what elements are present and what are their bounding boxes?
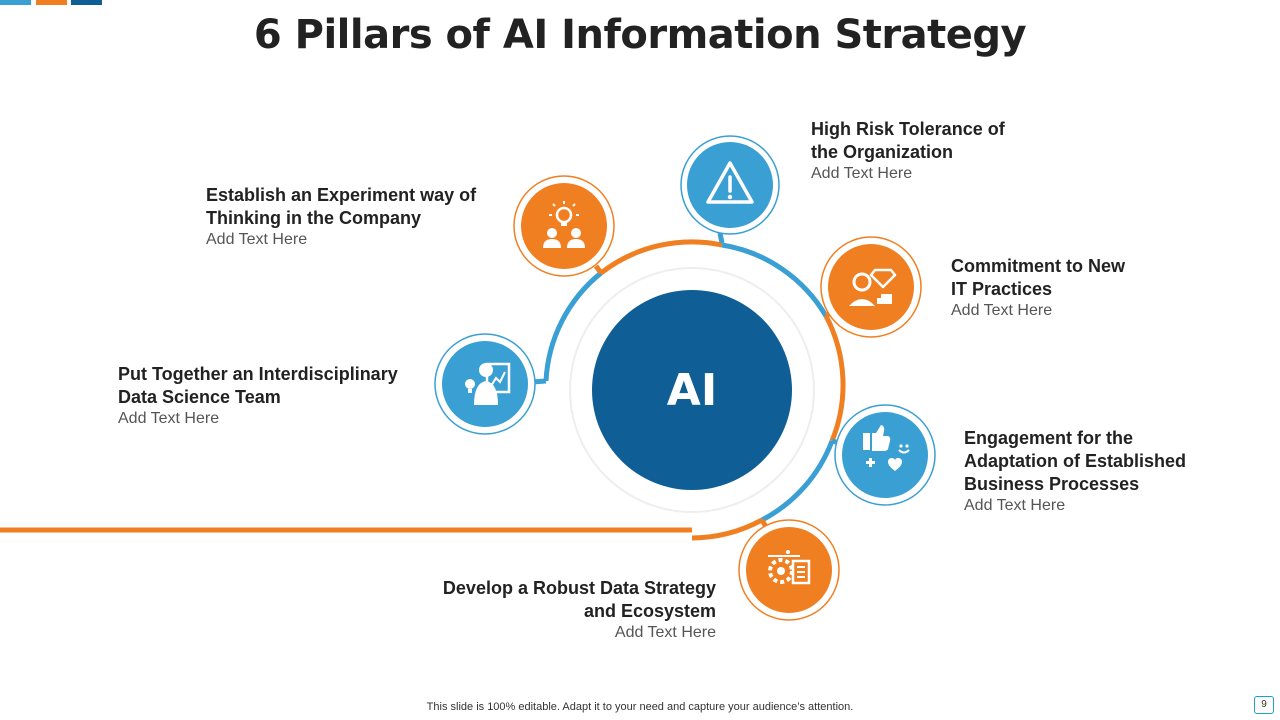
experiment-icon: [543, 201, 585, 248]
team-icon: [465, 362, 511, 405]
commitment-icon: [849, 268, 897, 306]
pillar-text-2: Commitment to New IT Practices Add Text …: [951, 255, 1125, 320]
pillar-icon-circle-5: [434, 333, 536, 435]
connector-1: [717, 232, 725, 244]
pillar-text-3: Engagement for the Adaptation of Establi…: [964, 427, 1186, 515]
accent-bar-blue: [0, 0, 31, 5]
center-label: AI: [666, 364, 718, 416]
pillar-subtext: Add Text Here: [614, 624, 716, 641]
data-strategy-icon: [768, 550, 811, 585]
pillar-subtext: Add Text Here: [951, 302, 1053, 319]
pillar-heading: Develop a Robust Data Strategy and Ecosy…: [442, 578, 716, 621]
ring-arc-orange-right: [823, 314, 846, 442]
engagement-icon: [863, 425, 910, 471]
pillar-heading: Establish an Experiment way of Thinking …: [206, 185, 477, 228]
pillar-subtext: Add Text Here: [964, 497, 1066, 514]
connector-6: [593, 264, 604, 275]
ring-arc-orange-bottom: [691, 517, 764, 541]
pillar-text-4: Develop a Robust Data Strategy and Ecosy…: [395, 577, 716, 642]
accent-bar-orange: [36, 0, 67, 5]
pillar-heading: High Risk Tolerance of the Organization: [811, 119, 1005, 162]
pillar-heading: Engagement for the Adaptation of Establi…: [964, 428, 1187, 494]
pillar-icon-circle-6: [513, 175, 615, 277]
footer-note: This slide is 100% editable. Adapt it to…: [426, 701, 854, 713]
pillar-heading: Put Together an Interdisciplinary Data S…: [118, 364, 398, 407]
center-circle: [592, 290, 792, 490]
pillar-text-6: Establish an Experiment way of Thinking …: [206, 184, 476, 249]
pillar-icon-circle-2: [820, 236, 922, 338]
pillar-subtext: Add Text Here: [206, 231, 308, 248]
slide-title: 6 Pillars of AI Information Strategy: [253, 12, 1027, 58]
pillar-subtext: Add Text Here: [118, 410, 220, 427]
pillar-text-5: Put Together an Interdisciplinary Data S…: [118, 363, 398, 428]
ring-arc-blue-bottom-right: [760, 440, 835, 523]
pillar-icon-circle-4: [738, 519, 840, 621]
warning-icon: [706, 161, 754, 204]
pillar-subtext: Add Text Here: [811, 165, 913, 182]
ring-arc-orange-top: [599, 239, 723, 275]
pillar-text-1: High Risk Tolerance of the Organization …: [811, 118, 1005, 183]
pillar-heading: Commitment to New IT Practices: [951, 256, 1126, 299]
ring-arc-blue-left: [543, 271, 603, 382]
pillar-icon-circle-1: [680, 135, 780, 235]
page-number: 9: [1254, 696, 1274, 714]
accent-bar-dark-blue: [71, 0, 102, 5]
ring-arc-blue-top-right: [721, 242, 829, 318]
pillar-icon-circle-3: [834, 404, 936, 506]
inner-ring: [569, 267, 815, 513]
